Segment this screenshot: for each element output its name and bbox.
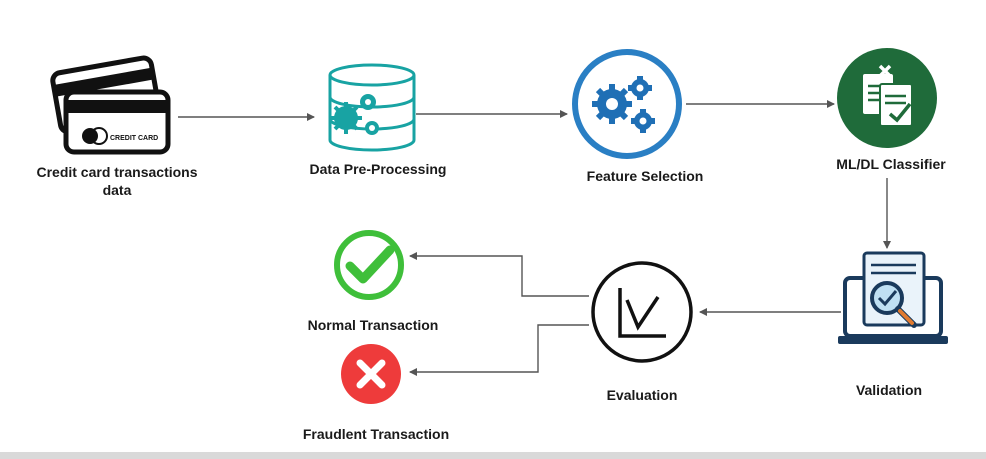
arrow-evaluation-to-fraudulent <box>409 324 589 376</box>
gears-icon <box>572 49 682 159</box>
credit-card-label-line2: data <box>102 182 132 198</box>
database-gears-icon <box>328 63 416 152</box>
feature-selection-label: Feature Selection <box>586 168 704 184</box>
credit-card-icon: CREDIT CARD <box>50 55 171 155</box>
x-circle-icon <box>341 344 401 404</box>
laptop-magnifier-icon <box>838 251 948 344</box>
validation-label: Validation <box>855 382 923 398</box>
check-circle-icon <box>334 230 404 300</box>
evaluation-label: Evaluation <box>606 387 678 403</box>
normal-transaction-label: Normal Transaction <box>307 317 439 333</box>
chart-line-icon <box>591 261 693 363</box>
connectors <box>178 100 891 376</box>
bottom-border <box>0 452 986 459</box>
preprocessing-label: Data Pre-Processing <box>309 161 447 177</box>
credit-card-label: Credit card transactions data <box>12 163 222 199</box>
fraudulent-transaction-label: Fraudlent Transaction <box>302 426 450 442</box>
documents-check-icon <box>837 48 937 148</box>
arrow-evaluation-to-normal <box>409 252 589 297</box>
card-print-text: CREDIT CARD <box>110 135 158 142</box>
credit-card-label-line1: Credit card transactions <box>36 164 198 180</box>
classifier-label: ML/DL Classifier <box>836 156 946 172</box>
